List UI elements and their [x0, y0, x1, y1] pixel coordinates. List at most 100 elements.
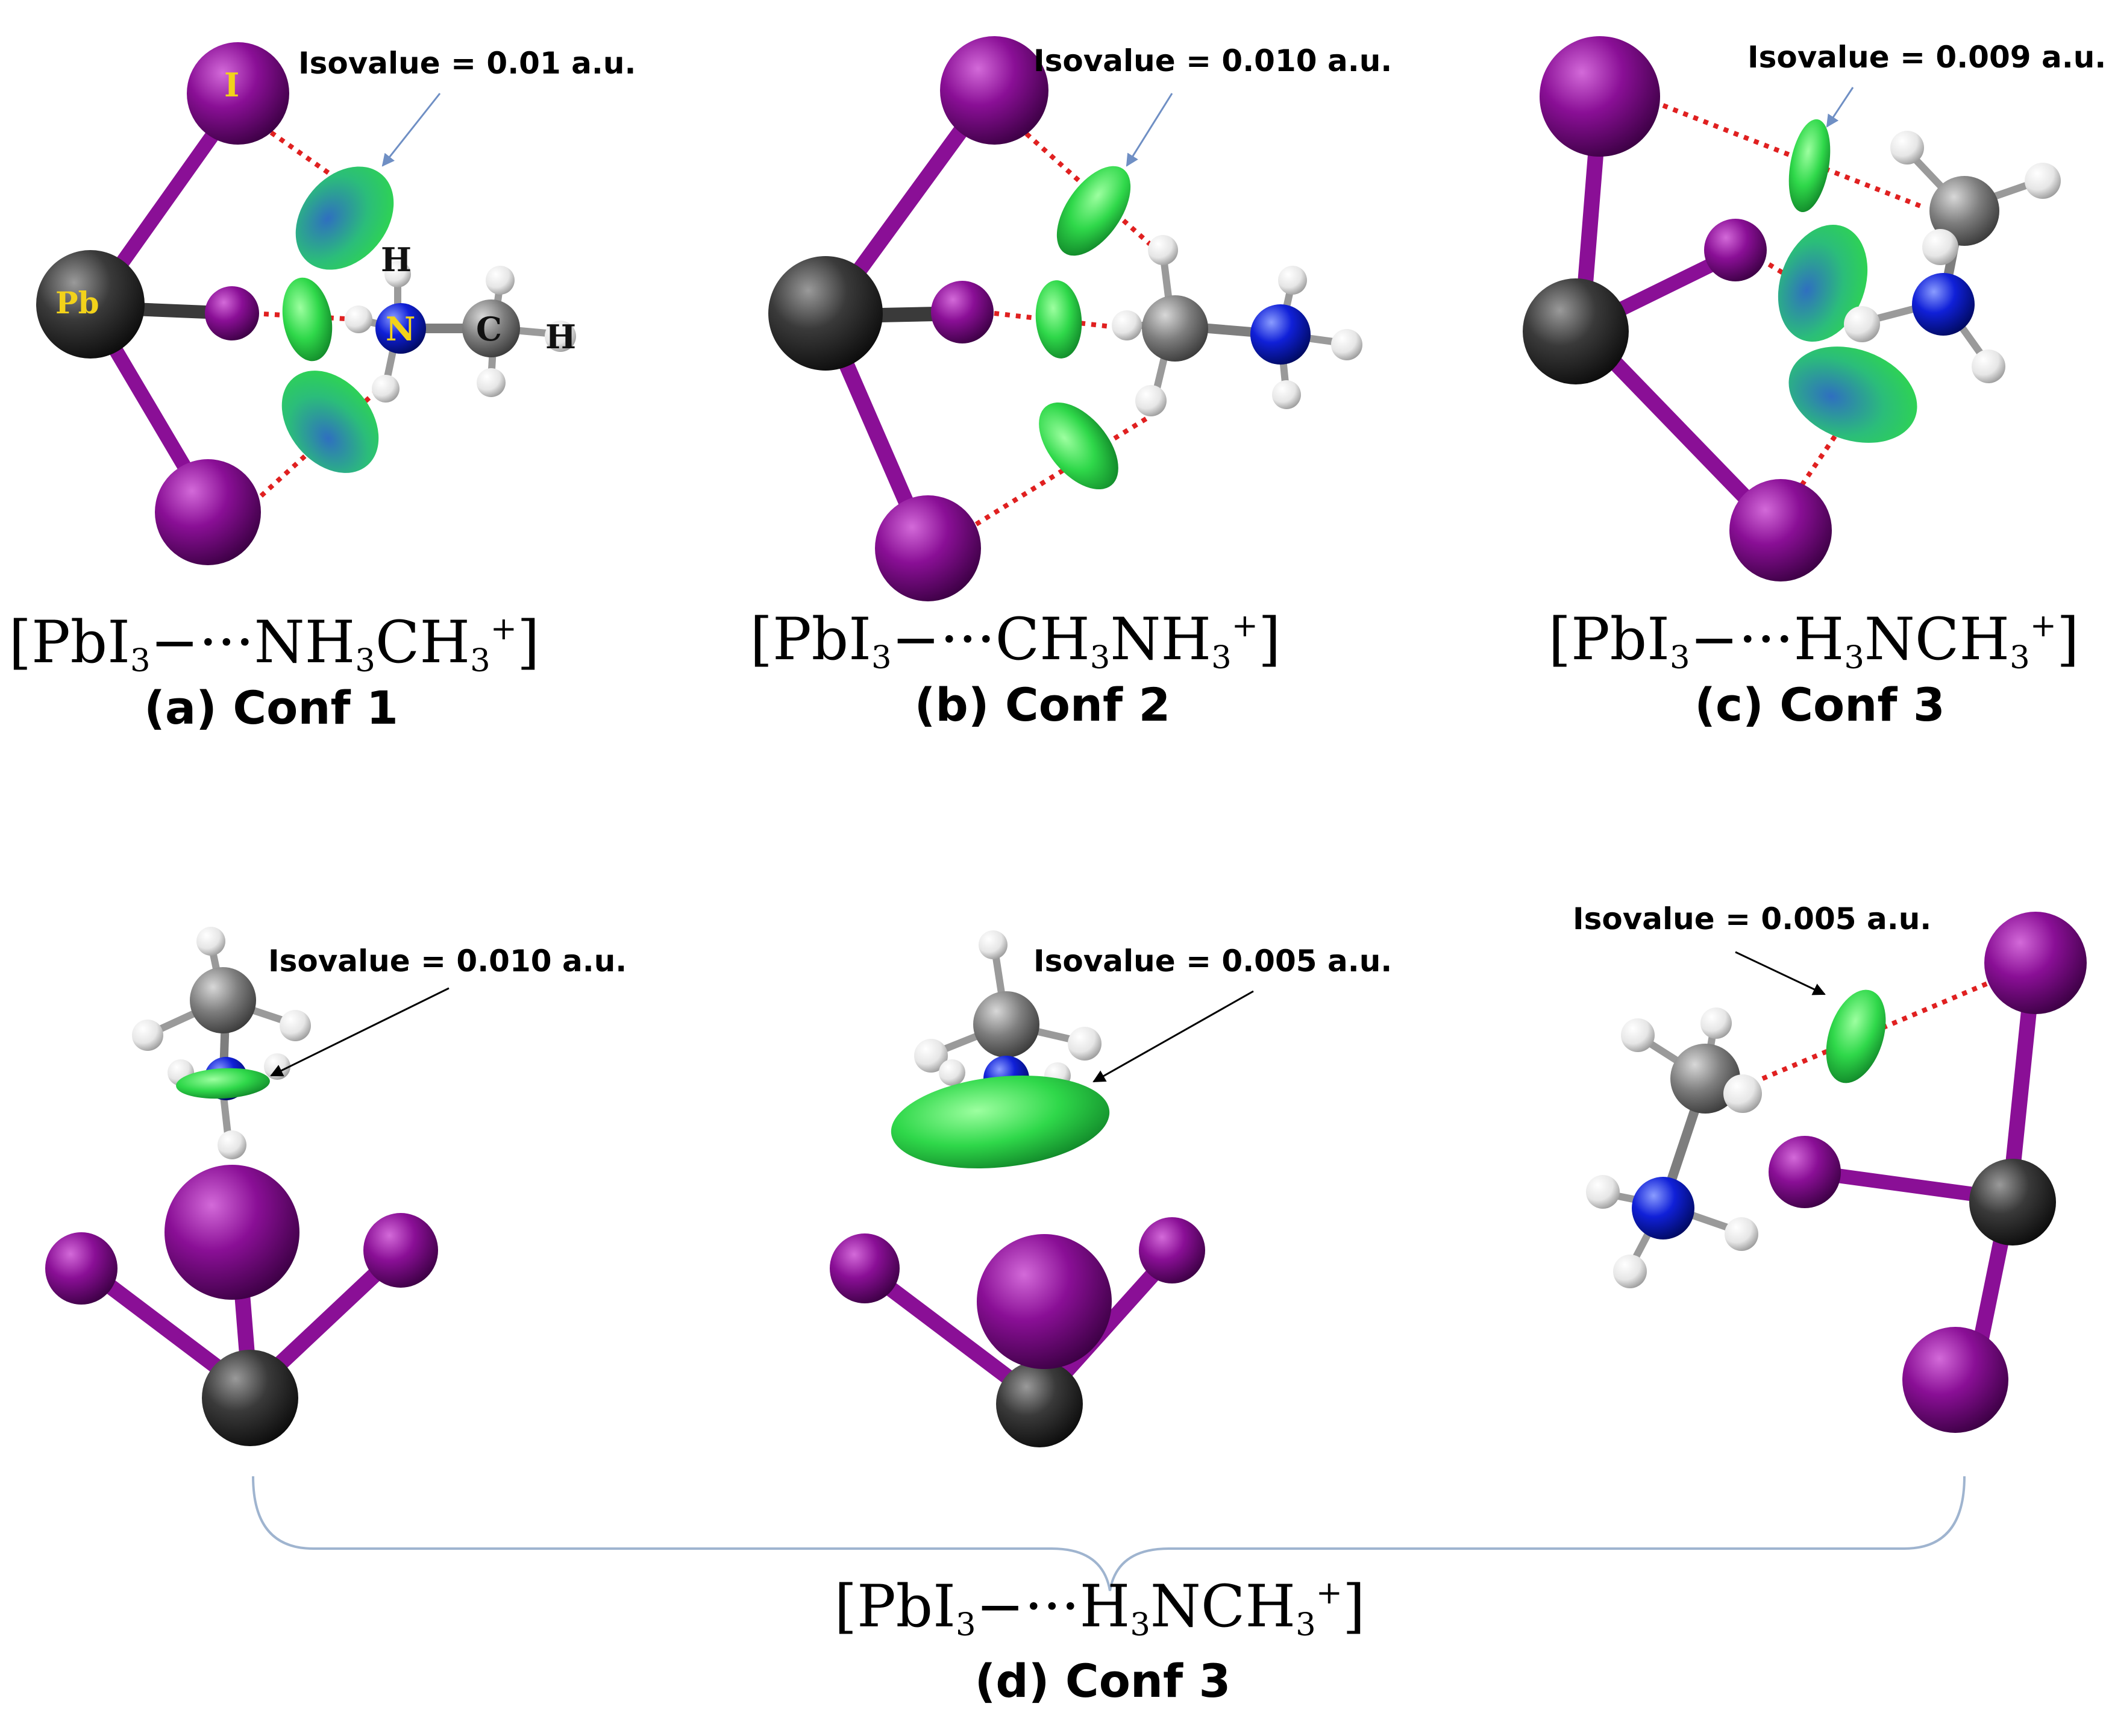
panel-b-nci-surface-mid [1035, 280, 1082, 359]
panel-a-hydrogen [486, 266, 515, 295]
panel-b-iodine-mid [931, 281, 994, 343]
panel-d-right-molecule [1586, 912, 2087, 1433]
panel-b-hydrogen [1331, 329, 1362, 360]
panel-d-grouping-bracket [252, 1476, 1966, 1591]
panel-d-left-hydrogen [280, 1010, 311, 1041]
panel-a-hydrogen [372, 375, 400, 403]
panel-c-hydrogen [1844, 306, 1880, 342]
panel-d-right-iodine-bottom [1902, 1327, 2008, 1433]
panel-a-nci-surface-bottom [281, 371, 379, 473]
panel-d-left-hydrogen [132, 1020, 163, 1051]
panel-a-hydrogen [477, 368, 506, 397]
panel-c-caption: (c) Conf 3 [1694, 678, 1945, 732]
panel-c-isovalue-label: Isovalue = 0.009 a.u. [1747, 40, 2106, 75]
panel-d-middle-iodine [1139, 1217, 1205, 1283]
panel-c-hydrogen [2025, 163, 2061, 199]
panel-b-formula: [PbI3−···CH3NH3+] [750, 606, 1281, 676]
panel-a-iodine-top [187, 42, 289, 145]
panel-d-left-isovalue-arrow [270, 987, 450, 1077]
panel-d-middle-nci-surface [891, 1076, 1110, 1168]
panel-d-middle-iodine [830, 1233, 900, 1303]
panel-d-right-carbon [1670, 1044, 1740, 1114]
panel-b-carbon [1142, 295, 1208, 362]
panel-b-lead [768, 256, 883, 371]
panel-d-middle-iodine-front [977, 1234, 1112, 1369]
panel-b-nci-surface-bottom [1039, 402, 1118, 490]
panel-d-middle-hydrogen [939, 1059, 965, 1086]
panel-a-isovalue-arrow [381, 93, 441, 167]
panel-a-carbon [462, 299, 520, 357]
panel-d-right-isovalue-arrow [1735, 951, 1826, 995]
panel-a-formula: [PbI3−···NH3CH3+] [8, 609, 540, 679]
panel-d-middle-lead [996, 1361, 1083, 1447]
panel-d-right-iodine-mid [1769, 1136, 1841, 1208]
panel-d-middle-hydrogen [979, 930, 1008, 959]
panel-b-isovalue-label: Isovalue = 0.010 a.u. [1033, 43, 1393, 78]
panel-b-hydrogen [1112, 310, 1142, 340]
panel-b-nitrogen [1250, 304, 1311, 365]
panel-a-nci-surface-mid [282, 277, 333, 362]
panel-d-right-hydrogen [1700, 1007, 1732, 1039]
panel-c-iodine-bottom [1729, 479, 1832, 581]
panel-d-right-isovalue-label: Isovalue = 0.005 a.u. [1573, 901, 1932, 936]
panel-a-nitrogen [375, 303, 426, 354]
panel-c-hydrogen [1972, 349, 2005, 383]
panel-d-left-isovalue-label: Isovalue = 0.010 a.u. [268, 944, 627, 979]
panel-b-hydrogen [1135, 385, 1167, 416]
panel-d-left-carbon [190, 967, 256, 1033]
panel-d-right-nitrogen [1632, 1177, 1694, 1239]
panel-a-isovalue-label: Isovalue = 0.01 a.u. [298, 46, 636, 81]
panel-d-left-nci-surface [176, 1068, 270, 1099]
panel-b-molecule [768, 36, 1362, 601]
panel-c-molecule [1523, 36, 2061, 581]
panel-c-nci-surface-bottom [1788, 346, 1917, 443]
panel-c-nci-surface-top [1788, 119, 1831, 213]
panel-c-isovalue-arrow [1826, 87, 1854, 128]
panel-d-left-hydrogen [196, 927, 225, 956]
panel-c-formula: [PbI3−···H3NCH3+] [1548, 606, 2079, 676]
panel-c-lead [1523, 278, 1629, 384]
panel-c-nitrogen [1912, 273, 1975, 336]
panel-b-iodine-bottom [875, 495, 981, 601]
panel-d-left-iodine [45, 1232, 118, 1305]
panel-d-right-lead [1969, 1159, 2056, 1246]
panel-d-middle-isovalue-arrow [1092, 990, 1254, 1083]
panel-d-right-hydrogen [1613, 1255, 1647, 1288]
panel-a-caption: (a) Conf 1 [144, 681, 398, 735]
panel-d-formula: [PbI3−···H3NCH3+] [834, 1573, 1365, 1643]
panel-d-right-hydrogen [1725, 1217, 1758, 1251]
panel-b-hydrogen [1278, 266, 1307, 295]
panel-b-hydrogen [1148, 235, 1178, 265]
panel-c-hydrogen [1922, 229, 1958, 265]
panel-b-isovalue-arrow [1126, 93, 1173, 167]
panel-c-iodine-top [1540, 36, 1660, 157]
panel-a-label-hydrogen-c: H [545, 318, 576, 356]
panel-a-label-hydrogen-n: H [381, 240, 412, 279]
panel-d-caption: (d) Conf 3 [974, 1654, 1231, 1708]
panel-d-left-iodine-back [165, 1165, 299, 1300]
panel-a-atom-labels: I Pb N H C H [55, 66, 576, 356]
panel-b-hydrogen [1272, 380, 1301, 409]
panel-a-hydrogen [545, 321, 576, 352]
panel-d-left-hydrogen [218, 1130, 246, 1159]
panel-d-middle-isovalue-label: Isovalue = 0.005 a.u. [1033, 944, 1393, 979]
panel-b-iodine-top [940, 36, 1048, 145]
panel-d-left-iodine [363, 1213, 438, 1288]
panel-b-caption: (b) Conf 2 [914, 678, 1171, 732]
panel-a-hydrogen [384, 261, 411, 287]
panel-d-right-iodine-top [1984, 912, 2087, 1014]
panel-c-hydrogen [1890, 131, 1924, 165]
panel-a-hydrogen [345, 306, 372, 333]
panel-d-left-lead [202, 1350, 298, 1446]
panel-d-middle-hydrogen [914, 1039, 948, 1073]
panel-d-middle-molecule [830, 930, 1254, 1447]
panel-d-left-molecule [45, 927, 450, 1446]
panel-a-iodine-bottom [155, 459, 261, 565]
panel-a-iodine-mid [205, 286, 259, 340]
panel-d-right-hydrogen [1586, 1175, 1620, 1209]
panel-c-nci-surface-mid [1778, 225, 1868, 342]
panel-b-nci-surface-top [1056, 166, 1131, 256]
panel-d-right-hydrogen [1723, 1074, 1762, 1113]
panel-d-right-hydrogen [1621, 1018, 1655, 1052]
